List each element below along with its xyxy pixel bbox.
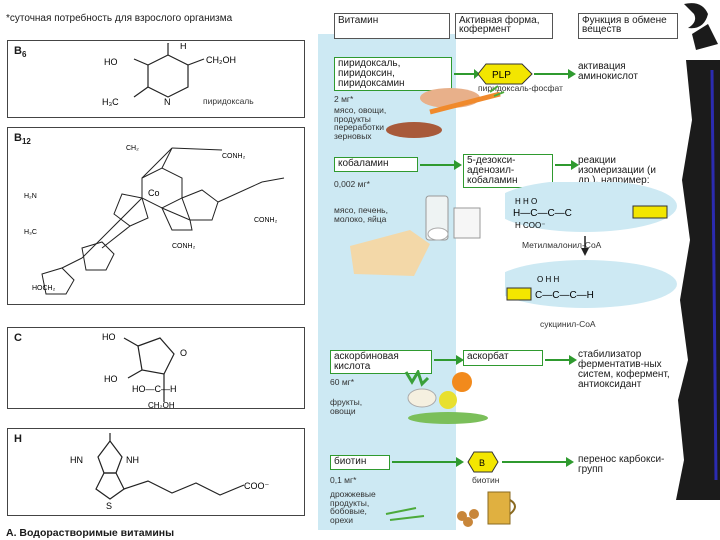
- svg-text:COO⁻: COO⁻: [244, 481, 270, 491]
- header-function-label: Функция в обмене веществ: [582, 15, 667, 35]
- svg-text:S: S: [106, 501, 112, 511]
- h-arrows: B: [392, 451, 574, 473]
- c-form: аскорбиновая кислота: [334, 351, 399, 372]
- b6-food-picture: [386, 85, 505, 138]
- svg-text:Co: Co: [148, 188, 160, 198]
- b6-title: B6: [14, 45, 27, 60]
- header-active-form-label: Активная форма, кофермент: [459, 15, 540, 35]
- active-form-column: [318, 34, 456, 530]
- h-form-box: биотин: [330, 455, 390, 470]
- b6-forms-box: пиридоксаль, пиридоксин, пиридоксамин: [334, 57, 452, 91]
- b12-active-box: 5-дезокси-аденозил-кобаламин: [463, 154, 553, 188]
- svg-text:CH₂OH: CH₂OH: [206, 55, 236, 65]
- c-food-picture: [404, 370, 488, 424]
- panel-b6: B6 HO CH₂OH H₃C N H пиридоксаль: [7, 40, 305, 118]
- h-food-picture: [385, 491, 516, 527]
- b12-sources: мясо, печень, молоко, яйца: [334, 205, 388, 224]
- ascorbic-acid-structure: HO HO O HO—C—H CH₂OH: [102, 332, 187, 408]
- b6-dose: 2 мг*: [334, 94, 354, 104]
- b12-form: кобаламин: [338, 158, 389, 169]
- svg-text:N: N: [164, 97, 171, 107]
- svg-text:HN: HN: [70, 455, 83, 465]
- svg-text:H: H: [180, 43, 187, 51]
- b12-product: сукцинил-CoA: [540, 319, 596, 329]
- panel-h: H O HN NH S COO⁻: [7, 428, 305, 516]
- b6-arrows: PLP: [454, 63, 576, 85]
- svg-text:HO: HO: [102, 332, 116, 342]
- b12-food-picture: [350, 195, 481, 276]
- b12-active: 5-дезокси-аденозил-кобаламин: [467, 155, 518, 186]
- b6-sources: мясо, овощи, продукты переработки зернов…: [334, 105, 387, 141]
- h-form: биотин: [334, 456, 367, 467]
- b12-function: реакции изомеризации (и др.), например:: [578, 155, 656, 186]
- c-function: стабилизатор ферментатив-ных систем, коф…: [578, 349, 670, 390]
- h-function: перенос карбокси-групп: [578, 454, 665, 475]
- c-form-box: аскорбиновая кислота: [330, 350, 432, 374]
- side-decoration: [676, 60, 720, 500]
- b12-dose: 0,002 мг*: [334, 179, 370, 189]
- svg-text:HO: HO: [104, 374, 118, 384]
- svg-text:HO—C—H: HO—C—H: [132, 384, 177, 394]
- h-dose: 0,1 мг*: [330, 475, 357, 485]
- b12-title: B12: [14, 132, 31, 147]
- svg-text:H₃C: H₃C: [24, 229, 37, 236]
- svg-text:C—C—C—H: C—C—C—H: [535, 290, 594, 301]
- pyridoxal-label: пиридоксаль: [203, 96, 254, 106]
- cobalamin-structure: Co CH₂ CONH₂ CONH₂ H₂N H₃C CONH₂ HOCH₂: [24, 145, 285, 295]
- b6-active-form: PLP: [492, 70, 511, 81]
- b12-form-box: кобаламин: [334, 157, 418, 172]
- svg-text:O H H: O H H: [537, 275, 559, 284]
- pyridoxal-structure: HO CH₂OH H₃C N H: [102, 43, 236, 107]
- svg-text:CONH₂: CONH₂: [172, 243, 196, 250]
- svg-text:CH₂OH: CH₂OH: [148, 401, 175, 408]
- daily-requirement-note: *суточная потребность для взрослого орга…: [6, 13, 233, 24]
- c-arrow-2: [545, 355, 577, 365]
- h-sources: дрожжевые продукты, бобовые, орехи: [330, 489, 376, 525]
- svg-text:CONH₂: CONH₂: [222, 153, 246, 160]
- b12-arrow-2: [555, 160, 579, 170]
- svg-text:O: O: [180, 348, 187, 358]
- figure-caption: А. Водорастворимые витамины: [6, 527, 175, 539]
- svg-text:HOCH₂: HOCH₂: [32, 285, 56, 292]
- header-vitamin-label: Витамин: [338, 15, 379, 26]
- svg-text:H₂N: H₂N: [24, 193, 37, 200]
- svg-text:H₃C: H₃C: [102, 97, 119, 107]
- b12-reaction: H—C—C—C H H O H COO⁻ C—C—C—H O H H: [505, 182, 677, 308]
- svg-text:CH₂: CH₂: [126, 145, 139, 152]
- header-active-form: Активная форма, кофермент: [455, 13, 553, 39]
- h-active-note: биотин: [472, 475, 500, 485]
- c-active-box: аскорбат: [463, 350, 543, 366]
- corner-ornament: [684, 3, 718, 50]
- svg-text:H—C—C—C: H—C—C—C: [513, 208, 572, 219]
- c-dose: 60 мг*: [330, 377, 355, 387]
- svg-text:H COO⁻: H COO⁻: [515, 221, 545, 230]
- c-title: C: [14, 332, 22, 344]
- svg-text:CONH₂: CONH₂: [254, 217, 278, 224]
- b6-active-note: пиридоксаль-фосфат: [478, 83, 563, 93]
- c-arrow-1: [434, 355, 464, 365]
- panel-c: C HO HO O HO—C—H CH₂OH: [7, 327, 305, 409]
- h-active-form: B: [479, 458, 485, 468]
- b6-function: активация аминокислот: [578, 61, 638, 82]
- svg-text:H H O: H H O: [515, 197, 537, 206]
- header-function: Функция в обмене веществ: [578, 13, 678, 39]
- svg-text:NH: NH: [126, 455, 139, 465]
- h-title: H: [14, 433, 22, 445]
- biotin-structure: O HN NH S COO⁻: [70, 433, 270, 511]
- panel-b12: B12 Co CH₂ CONH₂ CONH₂ H₂N H₃C CONH₂ HOC…: [7, 127, 305, 305]
- b12-arrow-1: [420, 160, 462, 170]
- svg-text:HO: HO: [104, 57, 118, 67]
- c-active: аскорбат: [467, 351, 509, 362]
- b12-substrate: Метилмалонил-CoA: [522, 240, 602, 250]
- b6-forms: пиридоксаль, пиридоксин, пиридоксамин: [338, 58, 405, 89]
- c-sources: фрукты, овощи: [330, 397, 363, 416]
- header-vitamin: Витамин: [334, 13, 450, 39]
